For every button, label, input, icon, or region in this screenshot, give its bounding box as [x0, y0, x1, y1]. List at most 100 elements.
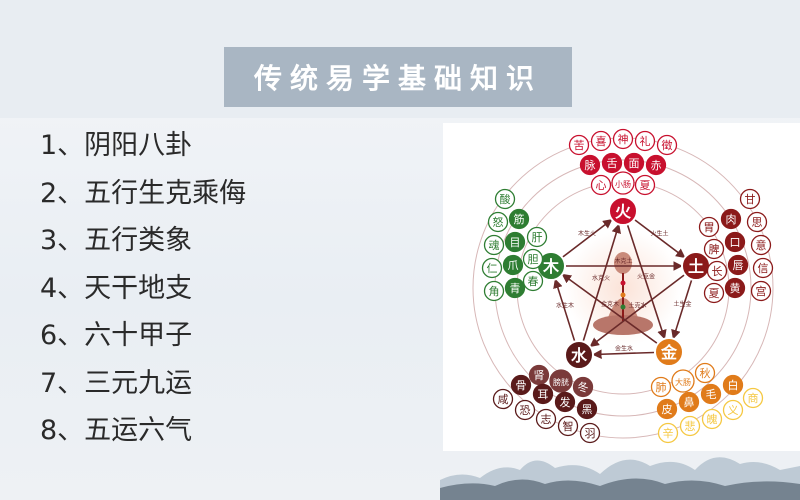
- svg-text:大肠: 大肠: [675, 377, 691, 387]
- svg-text:筋: 筋: [514, 212, 525, 226]
- attribute-circle: 黄: [724, 277, 746, 299]
- cycle-label: 水生木: [556, 302, 574, 310]
- element-node-water: 水: [564, 340, 594, 370]
- attribute-circle: 爪: [502, 254, 524, 276]
- svg-text:唇: 唇: [733, 259, 744, 272]
- svg-text:商: 商: [748, 391, 759, 405]
- attribute-circle: 心: [590, 174, 612, 196]
- svg-text:面: 面: [629, 157, 640, 170]
- attribute-circles: 苦喜神礼徵脉舌面赤心小肠夏胃脾长夏肉口唇黄甘思意信宫酸怒魂仁角筋目爪青肝胆春肺大…: [481, 128, 774, 444]
- svg-text:春: 春: [528, 275, 539, 288]
- attribute-circle: 夏: [634, 174, 656, 196]
- svg-text:喜: 喜: [596, 135, 607, 148]
- svg-text:酸: 酸: [500, 192, 511, 206]
- attribute-circle: 辛: [657, 422, 679, 444]
- generate-arrow: [592, 349, 655, 360]
- svg-text:魂: 魂: [489, 239, 500, 252]
- svg-text:长: 长: [712, 265, 723, 278]
- attribute-circle: 脉: [579, 154, 601, 176]
- attribute-circle: 口: [724, 231, 746, 253]
- svg-text:肝: 肝: [532, 231, 543, 244]
- svg-text:智: 智: [563, 419, 574, 433]
- cycle-arrows: [553, 218, 693, 360]
- attribute-circle: 信: [752, 257, 774, 279]
- svg-text:恐: 恐: [520, 404, 531, 417]
- attribute-circle: 长: [706, 260, 728, 282]
- attribute-circle: 咸: [492, 388, 514, 410]
- attribute-circle: 礼: [634, 130, 656, 152]
- attribute-circle: 志: [535, 408, 557, 430]
- attribute-circle: 义: [722, 399, 744, 421]
- attribute-circle: 大肠: [671, 369, 695, 393]
- svg-text:宫: 宫: [756, 284, 767, 298]
- attribute-circle: 魂: [483, 234, 505, 256]
- element-node-metal: 金: [654, 337, 684, 367]
- svg-text:仁: 仁: [487, 262, 498, 275]
- svg-text:发: 发: [560, 395, 571, 409]
- attribute-circle: 酸: [494, 188, 516, 210]
- topic-item: 8、五运六气: [40, 415, 193, 446]
- svg-text:肾: 肾: [534, 369, 545, 382]
- attribute-circle: 肝: [526, 226, 548, 248]
- cycle-label: 火克金: [637, 273, 655, 281]
- topic-item: 7、三元九运: [40, 367, 193, 399]
- cycle-label: 木生火: [578, 230, 596, 238]
- attribute-circle: 脾: [703, 238, 725, 260]
- svg-text:夏: 夏: [640, 179, 651, 192]
- attribute-circle: 商: [742, 387, 764, 409]
- svg-text:舌: 舌: [607, 157, 618, 170]
- attribute-circle: 舌: [601, 152, 623, 174]
- svg-text:苦: 苦: [574, 139, 585, 152]
- svg-text:角: 角: [489, 285, 500, 298]
- svg-text:爪: 爪: [508, 259, 519, 272]
- svg-text:夏: 夏: [709, 287, 720, 300]
- svg-text:辛: 辛: [663, 426, 674, 440]
- attribute-circle: 宫: [750, 280, 772, 302]
- attribute-circle: 唇: [727, 254, 749, 276]
- attribute-circle: 甘: [739, 188, 761, 210]
- overcome-arrow: [589, 274, 685, 348]
- svg-text:皮: 皮: [662, 403, 673, 416]
- svg-text:胃: 胃: [704, 221, 715, 234]
- attribute-circle: 思: [746, 211, 768, 233]
- attribute-circle: 骨: [510, 374, 532, 396]
- attribute-circle: 毛: [700, 383, 722, 405]
- attribute-circle: 肾: [528, 364, 550, 386]
- attribute-circle: 鼻: [678, 391, 700, 413]
- attribute-circle: 角: [483, 280, 505, 302]
- cycle-label: 火生土: [650, 230, 668, 238]
- attribute-circle: 肉: [720, 208, 742, 230]
- svg-text:金: 金: [660, 343, 678, 362]
- svg-text:甘: 甘: [745, 193, 756, 206]
- svg-text:目: 目: [510, 236, 521, 249]
- svg-text:土: 土: [688, 257, 704, 276]
- svg-text:脾: 脾: [709, 242, 720, 256]
- attribute-circle: 喜: [590, 130, 612, 152]
- cycle-labels: 木生火火生土土生金金生水水生木水克火火克金木克土土克水金克木: [556, 230, 692, 353]
- svg-text:火: 火: [615, 202, 632, 221]
- attribute-circle: 赤: [645, 154, 667, 176]
- attribute-circle: 仁: [481, 257, 503, 279]
- cycle-label: 金生水: [615, 345, 633, 353]
- attribute-circle: 夏: [703, 282, 725, 304]
- svg-text:羽: 羽: [585, 427, 596, 440]
- attribute-circle: 羽: [579, 422, 601, 444]
- cycle-label: 金克木: [601, 300, 619, 308]
- svg-text:口: 口: [730, 236, 741, 249]
- mountain-landscape-icon: [440, 457, 800, 500]
- attribute-circle: 恐: [514, 399, 536, 421]
- cycle-label: 水克火: [592, 274, 610, 282]
- svg-text:咸: 咸: [498, 393, 509, 406]
- svg-text:徵: 徵: [662, 138, 673, 152]
- svg-text:木: 木: [542, 257, 560, 276]
- svg-text:魄: 魄: [707, 413, 718, 426]
- svg-text:冬: 冬: [578, 380, 589, 394]
- svg-text:赤: 赤: [651, 159, 662, 172]
- attribute-circle: 小肠: [611, 171, 635, 195]
- five-elements-diagram: 木生火火生土土生金金生水水生木水克火火克金木克土土克水金克木 火土金水木 苦喜神…: [472, 128, 774, 444]
- svg-text:小肠: 小肠: [615, 180, 631, 189]
- attribute-circle: 神: [612, 128, 634, 150]
- element-nodes: 火土金 水 木: [536, 196, 711, 370]
- overcome-arrow: [582, 223, 621, 341]
- svg-text:白: 白: [728, 378, 739, 392]
